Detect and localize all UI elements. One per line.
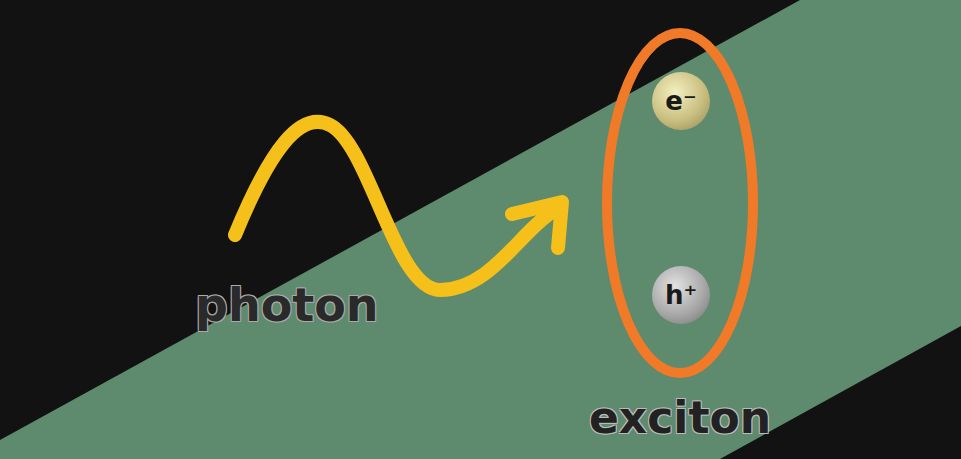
electron-sphere: e⁻ xyxy=(652,72,710,130)
exciton-label: exciton xyxy=(589,392,771,443)
exciton-ellipse: excitone⁻h⁺ xyxy=(602,28,758,378)
particle-label: e⁻ xyxy=(665,86,696,116)
photon-wave xyxy=(235,122,552,290)
hole-sphere: h⁺ xyxy=(652,266,710,324)
particle-label: h⁺ xyxy=(665,280,697,310)
photon-label: photon xyxy=(195,278,379,332)
photon-arrowhead xyxy=(512,202,562,248)
